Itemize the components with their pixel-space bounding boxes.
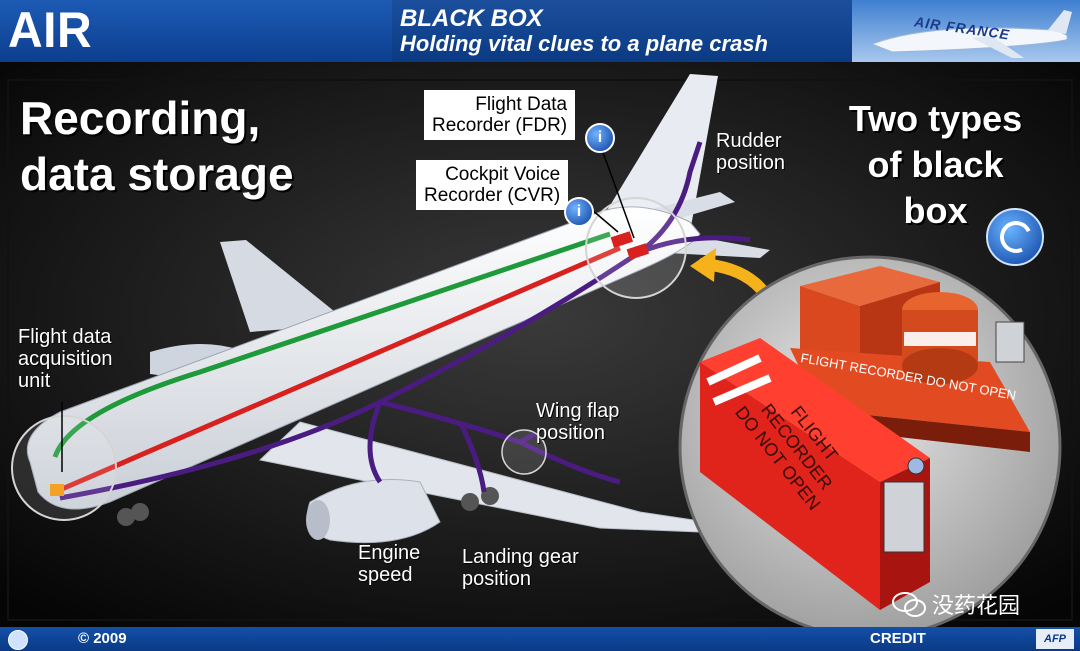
credit-link[interactable]: CREDIT — [870, 630, 926, 647]
fdr-label-line-2: Recorder (FDR) — [432, 115, 568, 136]
wechat-icon — [892, 592, 926, 617]
fdr-unit-icon — [610, 231, 634, 248]
engine-speed-label: Engine speed — [358, 542, 420, 586]
cvr-label: Cockpit Voice Recorder (CVR) — [416, 160, 569, 210]
red-flight-recorder — [700, 338, 930, 610]
far-wing — [220, 240, 350, 332]
landing-gear-label-line-2: position — [462, 568, 531, 590]
next-panel-icon[interactable] — [986, 208, 1044, 266]
cvr-label-line-2: Recorder (CVR) — [424, 185, 561, 206]
wing-flap-label-line-1: Wing flap — [536, 400, 620, 422]
footer-bar: © 2009 CREDIT AFP — [0, 627, 1080, 651]
headline-left: Recording, data storage — [20, 90, 294, 202]
headline-left-line-1: Recording, — [20, 92, 261, 144]
red-data-wire — [54, 245, 621, 495]
copyright: © 2009 — [78, 630, 127, 647]
header-title-panel: AIR TRANSPORT — [0, 0, 392, 116]
orange-flight-recorder — [790, 266, 1030, 452]
green-audio-wire — [52, 231, 611, 458]
header-bar: AIR TRANSPORT BLACK BOX Holding vital cl… — [0, 0, 1080, 116]
fdr-label-line-1: Flight Data — [475, 94, 568, 115]
wing-flap-label: Wing flap position — [536, 400, 619, 444]
acquisition-label-line-2: acquisition — [18, 348, 113, 370]
header-kicker: BLACK BOX — [400, 5, 543, 32]
header-subtitle: Holding vital clues to a plane crash — [400, 31, 768, 56]
watermark: 没药花园 — [892, 588, 1020, 620]
headline-right-line-1: Two types — [848, 98, 1023, 139]
headline-right-line-2: of black box — [867, 144, 1004, 231]
acquisition-label-line-1: Flight data — [18, 326, 112, 348]
acquisition-unit-highlight — [11, 415, 117, 521]
cvr-unit-icon — [626, 243, 650, 260]
tail-fin — [600, 74, 718, 232]
watermark-text: 没药花园 — [932, 593, 1021, 618]
afp-logo: AFP — [1036, 629, 1074, 649]
airliner-photo-icon — [870, 10, 1072, 58]
headline-right: Two types of black box — [838, 96, 1033, 234]
header-caption: BLACK BOX Holding vital clues to a plane… — [400, 6, 768, 56]
globe-icon[interactable] — [8, 630, 28, 650]
purple-sensor-wire — [59, 141, 703, 501]
rudder-label-line-2: position — [716, 152, 785, 174]
rudder-label: Rudder position — [716, 130, 785, 174]
cvr-info-icon[interactable]: i — [564, 197, 594, 227]
engine-label-line-1: Engine — [358, 542, 421, 564]
engine-label-line-2: speed — [358, 564, 413, 586]
headline-left-line-2: data storage — [20, 148, 294, 200]
landing-gear-label: Landing gear position — [462, 546, 579, 590]
fdr-info-icon[interactable]: i — [585, 123, 615, 153]
acquisition-unit-icon — [50, 484, 64, 496]
aircraft-illustration: FLIGHT RECORDER DO NOT OPEN FLIGHT RECOR… — [0, 62, 1080, 627]
header-plane-photo: AIR FRANCE — [852, 0, 1080, 62]
wing-flap-label-line-2: position — [536, 422, 605, 444]
fdr-label: Flight Data Recorder (FDR) — [424, 90, 576, 140]
cvr-label-line-1: Cockpit Voice — [445, 164, 561, 185]
acquisition-unit-label: Flight data acquisition unit — [18, 326, 113, 392]
rudder-label-line-1: Rudder — [716, 130, 782, 152]
acquisition-label-line-3: unit — [18, 370, 51, 392]
wing-flap-highlight — [501, 429, 547, 475]
landing-gear-label-line-1: Landing gear — [462, 546, 579, 568]
